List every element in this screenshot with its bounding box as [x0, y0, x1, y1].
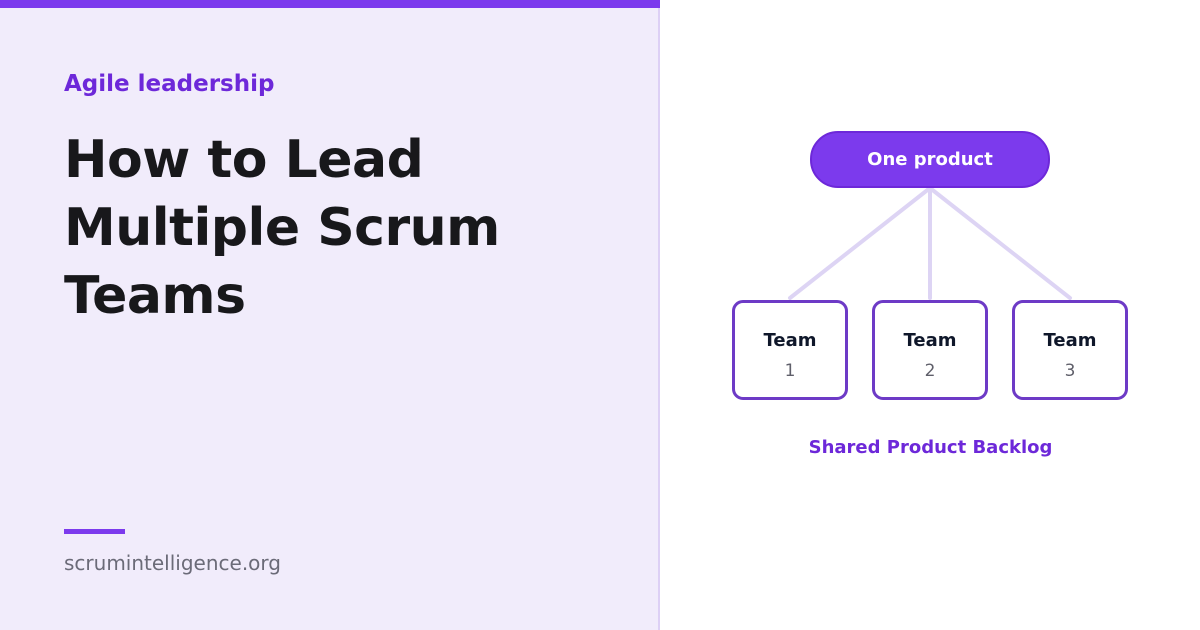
team-3-number: 3	[1064, 361, 1076, 381]
team-2-number: 2	[924, 361, 936, 381]
site-url: scrumintelligence.org	[64, 551, 281, 575]
team-1-label: Team	[763, 330, 817, 351]
article-title: How to Lead Multiple Scrum Teams	[64, 130, 500, 326]
team-3-label: Team	[1043, 330, 1097, 351]
team-1-node: Team 1	[732, 300, 848, 400]
team-3-node: Team 3	[1012, 300, 1128, 400]
connector-lines	[788, 186, 1072, 300]
article-info-panel: Agile leadership How to Lead Multiple Sc…	[0, 0, 660, 630]
accent-divider	[64, 529, 125, 534]
team-1-number: 1	[784, 361, 796, 381]
shared-backlog-caption: Shared Product Backlog	[808, 437, 1053, 458]
accent-top-bar	[0, 0, 660, 8]
one-product-node: One product	[810, 131, 1050, 188]
connector-to-team-3	[928, 186, 1072, 300]
team-2-node: Team 2	[872, 300, 988, 400]
team-structure-diagram: One product Team 1 Team 2 Team 3 Shared …	[661, 0, 1200, 630]
team-2-label: Team	[903, 330, 957, 351]
category-label: Agile leadership	[64, 71, 275, 97]
connector-to-team-1	[788, 186, 932, 300]
